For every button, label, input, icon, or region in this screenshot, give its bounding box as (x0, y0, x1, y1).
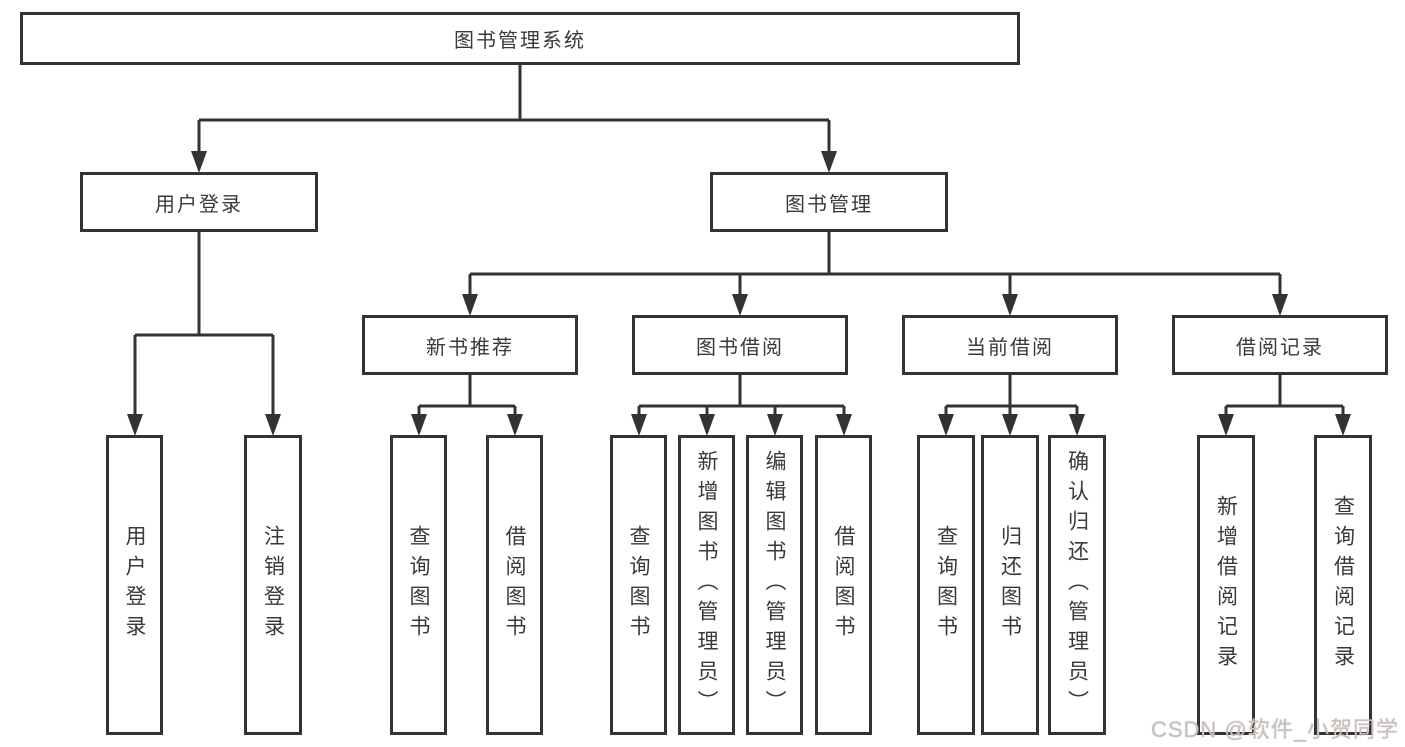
node-current-borrowing: 当前借阅 (902, 315, 1118, 375)
arrowhead (836, 414, 852, 436)
connector-book-management-to-children (462, 232, 1288, 316)
arrowhead (767, 414, 783, 436)
leaf-query-borrow-record-label: 查询借阅记录 (1331, 495, 1355, 675)
leaf-logout-label: 注销登录 (261, 525, 285, 645)
leaf-query-books-current-label: 查询图书 (934, 525, 958, 645)
leaf-return-books: 归还图书 (981, 435, 1039, 735)
arrowhead (1272, 294, 1288, 316)
arrowhead (265, 414, 281, 436)
arrowhead (1002, 414, 1018, 436)
leaf-edit-books-admin: 编辑图书（管理员） (746, 435, 803, 735)
leaf-logout: 注销登录 (244, 435, 302, 735)
node-borrowing-records: 借阅记录 (1172, 315, 1388, 375)
node-book-borrowing: 图书借阅 (632, 315, 848, 375)
node-root: 图书管理系统 (20, 12, 1020, 65)
connector-book-borrowing-to-children (631, 375, 852, 436)
leaf-edit-books-admin-label: 编辑图书（管理员） (763, 450, 786, 720)
leaf-user-login: 用户登录 (106, 435, 163, 735)
leaf-user-login-label: 用户登录 (123, 525, 146, 645)
node-new-book-recommendation-label: 新书推荐 (426, 336, 514, 359)
node-user-login: 用户登录 (80, 172, 318, 232)
connector-root-to-level2 (191, 64, 837, 173)
leaf-borrow-books-recommend: 借阅图书 (486, 435, 543, 735)
arrowhead (411, 414, 427, 436)
leaf-query-books-borrowing: 查询图书 (610, 435, 667, 735)
connector-new-book-recommendation-to-children (411, 375, 523, 436)
leaf-add-borrow-record: 新增借阅记录 (1197, 435, 1255, 735)
arrowhead (699, 414, 715, 436)
arrowhead (1069, 414, 1085, 436)
arrowhead (127, 414, 143, 436)
arrowhead (1335, 414, 1351, 436)
leaf-add-books-admin: 新增图书（管理员） (678, 435, 735, 735)
node-current-borrowing-label: 当前借阅 (966, 336, 1054, 359)
arrowhead (462, 294, 478, 316)
leaf-add-borrow-record-label: 新增借阅记录 (1214, 495, 1238, 675)
node-user-login-label: 用户登录 (155, 193, 243, 216)
node-new-book-recommendation: 新书推荐 (362, 315, 578, 375)
leaf-borrow-books-recommend-label: 借阅图书 (503, 525, 526, 645)
node-book-management-label: 图书管理 (785, 193, 873, 216)
arrowhead (1002, 294, 1018, 316)
arrowhead (938, 414, 954, 436)
arrowhead (732, 294, 748, 316)
arrowhead (507, 414, 523, 436)
leaf-return-books-label: 归还图书 (998, 525, 1022, 645)
arrowhead (821, 151, 837, 173)
arrowhead (1218, 414, 1234, 436)
leaf-borrow-books-borrowing-label: 借阅图书 (832, 525, 855, 645)
connector-current-borrowing-to-children (938, 375, 1085, 436)
node-book-borrowing-label: 图书借阅 (696, 336, 784, 359)
leaf-borrow-books-borrowing: 借阅图书 (815, 435, 872, 735)
node-book-management: 图书管理 (710, 172, 948, 232)
node-root-label: 图书管理系统 (454, 30, 586, 52)
leaf-query-books-borrowing-label: 查询图书 (627, 525, 650, 645)
arrowhead (191, 151, 207, 173)
leaf-confirm-return-admin: 确认归还（管理员） (1048, 435, 1106, 735)
leaf-query-books-recommend: 查询图书 (390, 435, 447, 735)
node-borrowing-records-label: 借阅记录 (1236, 336, 1324, 359)
leaf-confirm-return-admin-label: 确认归还（管理员） (1065, 450, 1089, 720)
arrowhead (631, 414, 647, 436)
leaf-query-books-recommend-label: 查询图书 (407, 525, 430, 645)
csdn-watermark: CSDN @软件_小贺同学 (1150, 717, 1399, 742)
connector-user-login-to-children (127, 232, 281, 436)
leaf-add-books-admin-label: 新增图书（管理员） (695, 450, 718, 720)
leaf-query-borrow-record: 查询借阅记录 (1314, 435, 1372, 735)
leaf-query-books-current: 查询图书 (917, 435, 975, 735)
connector-borrowing-records-to-children (1218, 375, 1351, 436)
